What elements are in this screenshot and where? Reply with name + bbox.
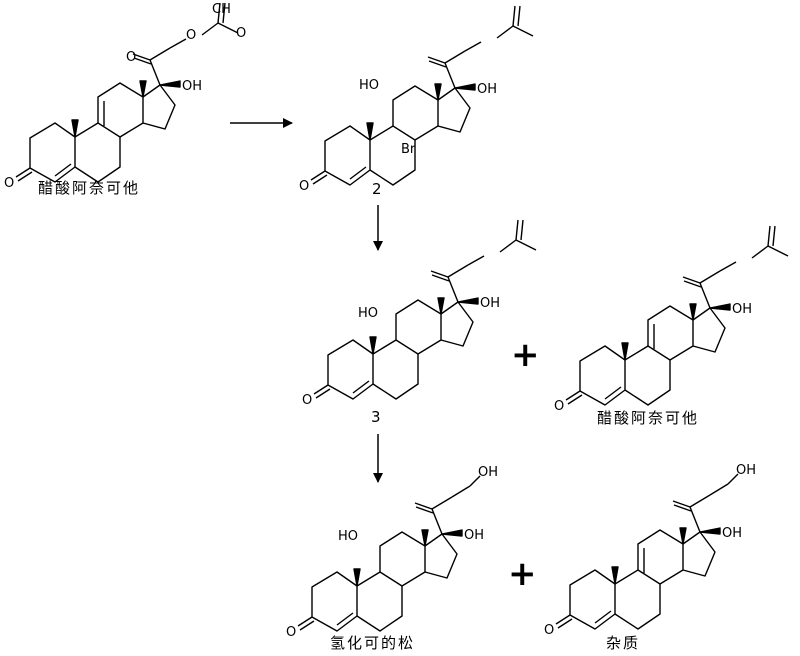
atom-o: O: [126, 50, 136, 65]
atom-oh: OH: [480, 296, 500, 311]
atom-o: O: [544, 623, 554, 638]
atom-oh: OH: [722, 526, 742, 541]
anecortave-acetate-product-label: 醋酸阿奈可他: [597, 409, 699, 427]
compound-3-label: 3: [371, 408, 381, 426]
anecortave-acetate-label: 醋酸阿奈可他: [38, 179, 140, 197]
impurity-structure: O OH OH: [544, 463, 756, 638]
atom-ch3: CH: [212, 2, 231, 17]
atom-oh: OH: [477, 82, 497, 97]
compound-2-structure: O OH HO Br: [299, 5, 534, 194]
hydrocortisone-label: 氢化可的松: [330, 634, 415, 652]
atom-oh: OH: [732, 302, 752, 317]
compound-3-structure: O OH HO: [302, 219, 537, 408]
atom-ho: HO: [359, 78, 379, 93]
plus-sign: +: [508, 554, 537, 594]
atom-br: Br: [401, 142, 416, 157]
atom-oh: OH: [736, 463, 756, 478]
atom-oh: OH: [464, 528, 484, 543]
hydrocortisone-structure: O OH HO OH: [286, 465, 498, 640]
atom-o: O: [554, 399, 564, 414]
plus-sign: +: [511, 335, 540, 375]
impurity-label: 杂质: [606, 634, 640, 652]
anecortave-acetate-byproduct-structure: O OH: [554, 225, 789, 414]
atom-o: O: [302, 393, 312, 408]
atom-o: O: [299, 179, 309, 194]
atom-oh: OH: [478, 465, 498, 480]
atom-o: O: [186, 28, 196, 43]
atom-o: O: [236, 26, 246, 41]
atom-ho: HO: [358, 306, 378, 321]
atom-o: O: [4, 176, 14, 191]
compound-2-label: 2: [372, 180, 382, 198]
atom-ho: HO: [338, 529, 358, 544]
anecortave-acetate-structure: O OH O O O CH: [4, 2, 246, 191]
atom-o: O: [286, 625, 296, 640]
atom-oh: OH: [182, 79, 202, 94]
